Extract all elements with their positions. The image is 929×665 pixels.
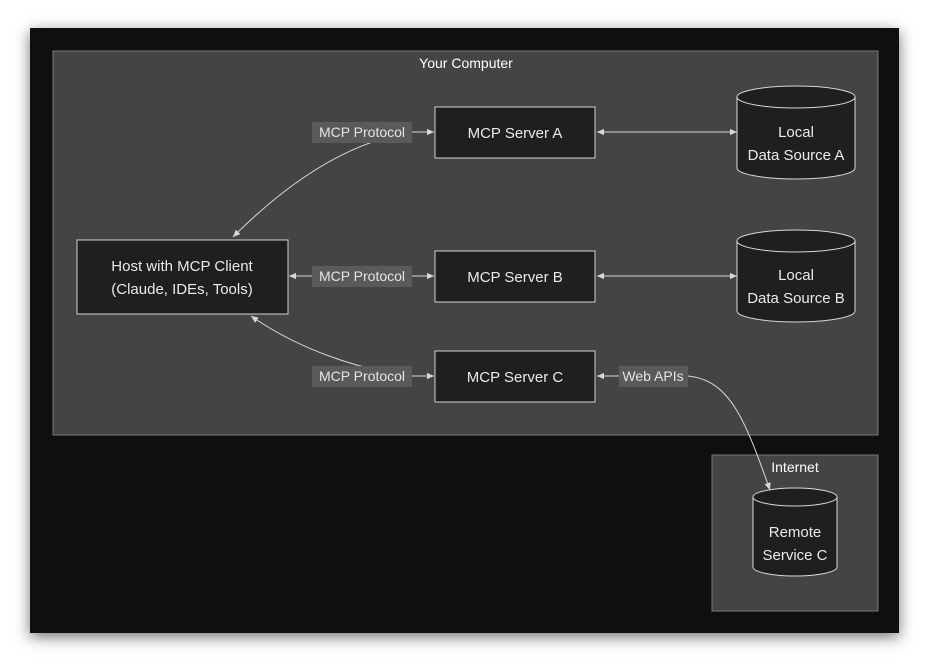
svg-text:MCP Protocol: MCP Protocol [319, 268, 405, 284]
svg-text:MCP Server B: MCP Server B [467, 269, 563, 286]
svg-text:Service C: Service C [762, 547, 827, 564]
remote-service-c-node[interactable]: Remote Service C [752, 487, 838, 577]
server-a-node[interactable]: MCP Server A [434, 106, 596, 159]
edge-label-web-apis: Web APIs [619, 366, 688, 387]
svg-text:Data Source B: Data Source B [747, 290, 845, 307]
svg-text:Data Source A: Data Source A [748, 147, 845, 164]
svg-text:MCP Server A: MCP Server A [468, 125, 563, 142]
svg-text:Remote: Remote [769, 524, 822, 541]
edge-label-protocol-a: MCP Protocol [312, 122, 412, 143]
svg-text:Local: Local [778, 267, 814, 284]
cluster-internet-title: Internet [771, 459, 819, 475]
svg-text:MCP Protocol: MCP Protocol [319, 124, 405, 140]
server-b-node[interactable]: MCP Server B [434, 250, 596, 303]
svg-text:Web APIs: Web APIs [622, 368, 683, 384]
local-data-source-a-node[interactable]: Local Data Source A [736, 85, 856, 180]
svg-text:MCP Server C: MCP Server C [467, 369, 564, 386]
local-data-source-b-node[interactable]: Local Data Source B [736, 229, 856, 323]
edge-label-protocol-c: MCP Protocol [312, 366, 412, 387]
host-node[interactable]: Host with MCP Client (Claude, IDEs, Tool… [76, 239, 289, 315]
svg-text:MCP Protocol: MCP Protocol [319, 368, 405, 384]
host-node-line2: (Claude, IDEs, Tools) [111, 281, 252, 298]
cluster-internet: Internet [711, 454, 879, 612]
svg-text:Local: Local [778, 124, 814, 141]
host-node-line1: Host with MCP Client [111, 258, 253, 275]
edge-label-protocol-b: MCP Protocol [312, 266, 412, 287]
cluster-your-computer-title: Your Computer [419, 55, 513, 71]
edge-web-apis-to-remote [687, 375, 771, 491]
server-c-node[interactable]: MCP Server C [434, 350, 596, 403]
